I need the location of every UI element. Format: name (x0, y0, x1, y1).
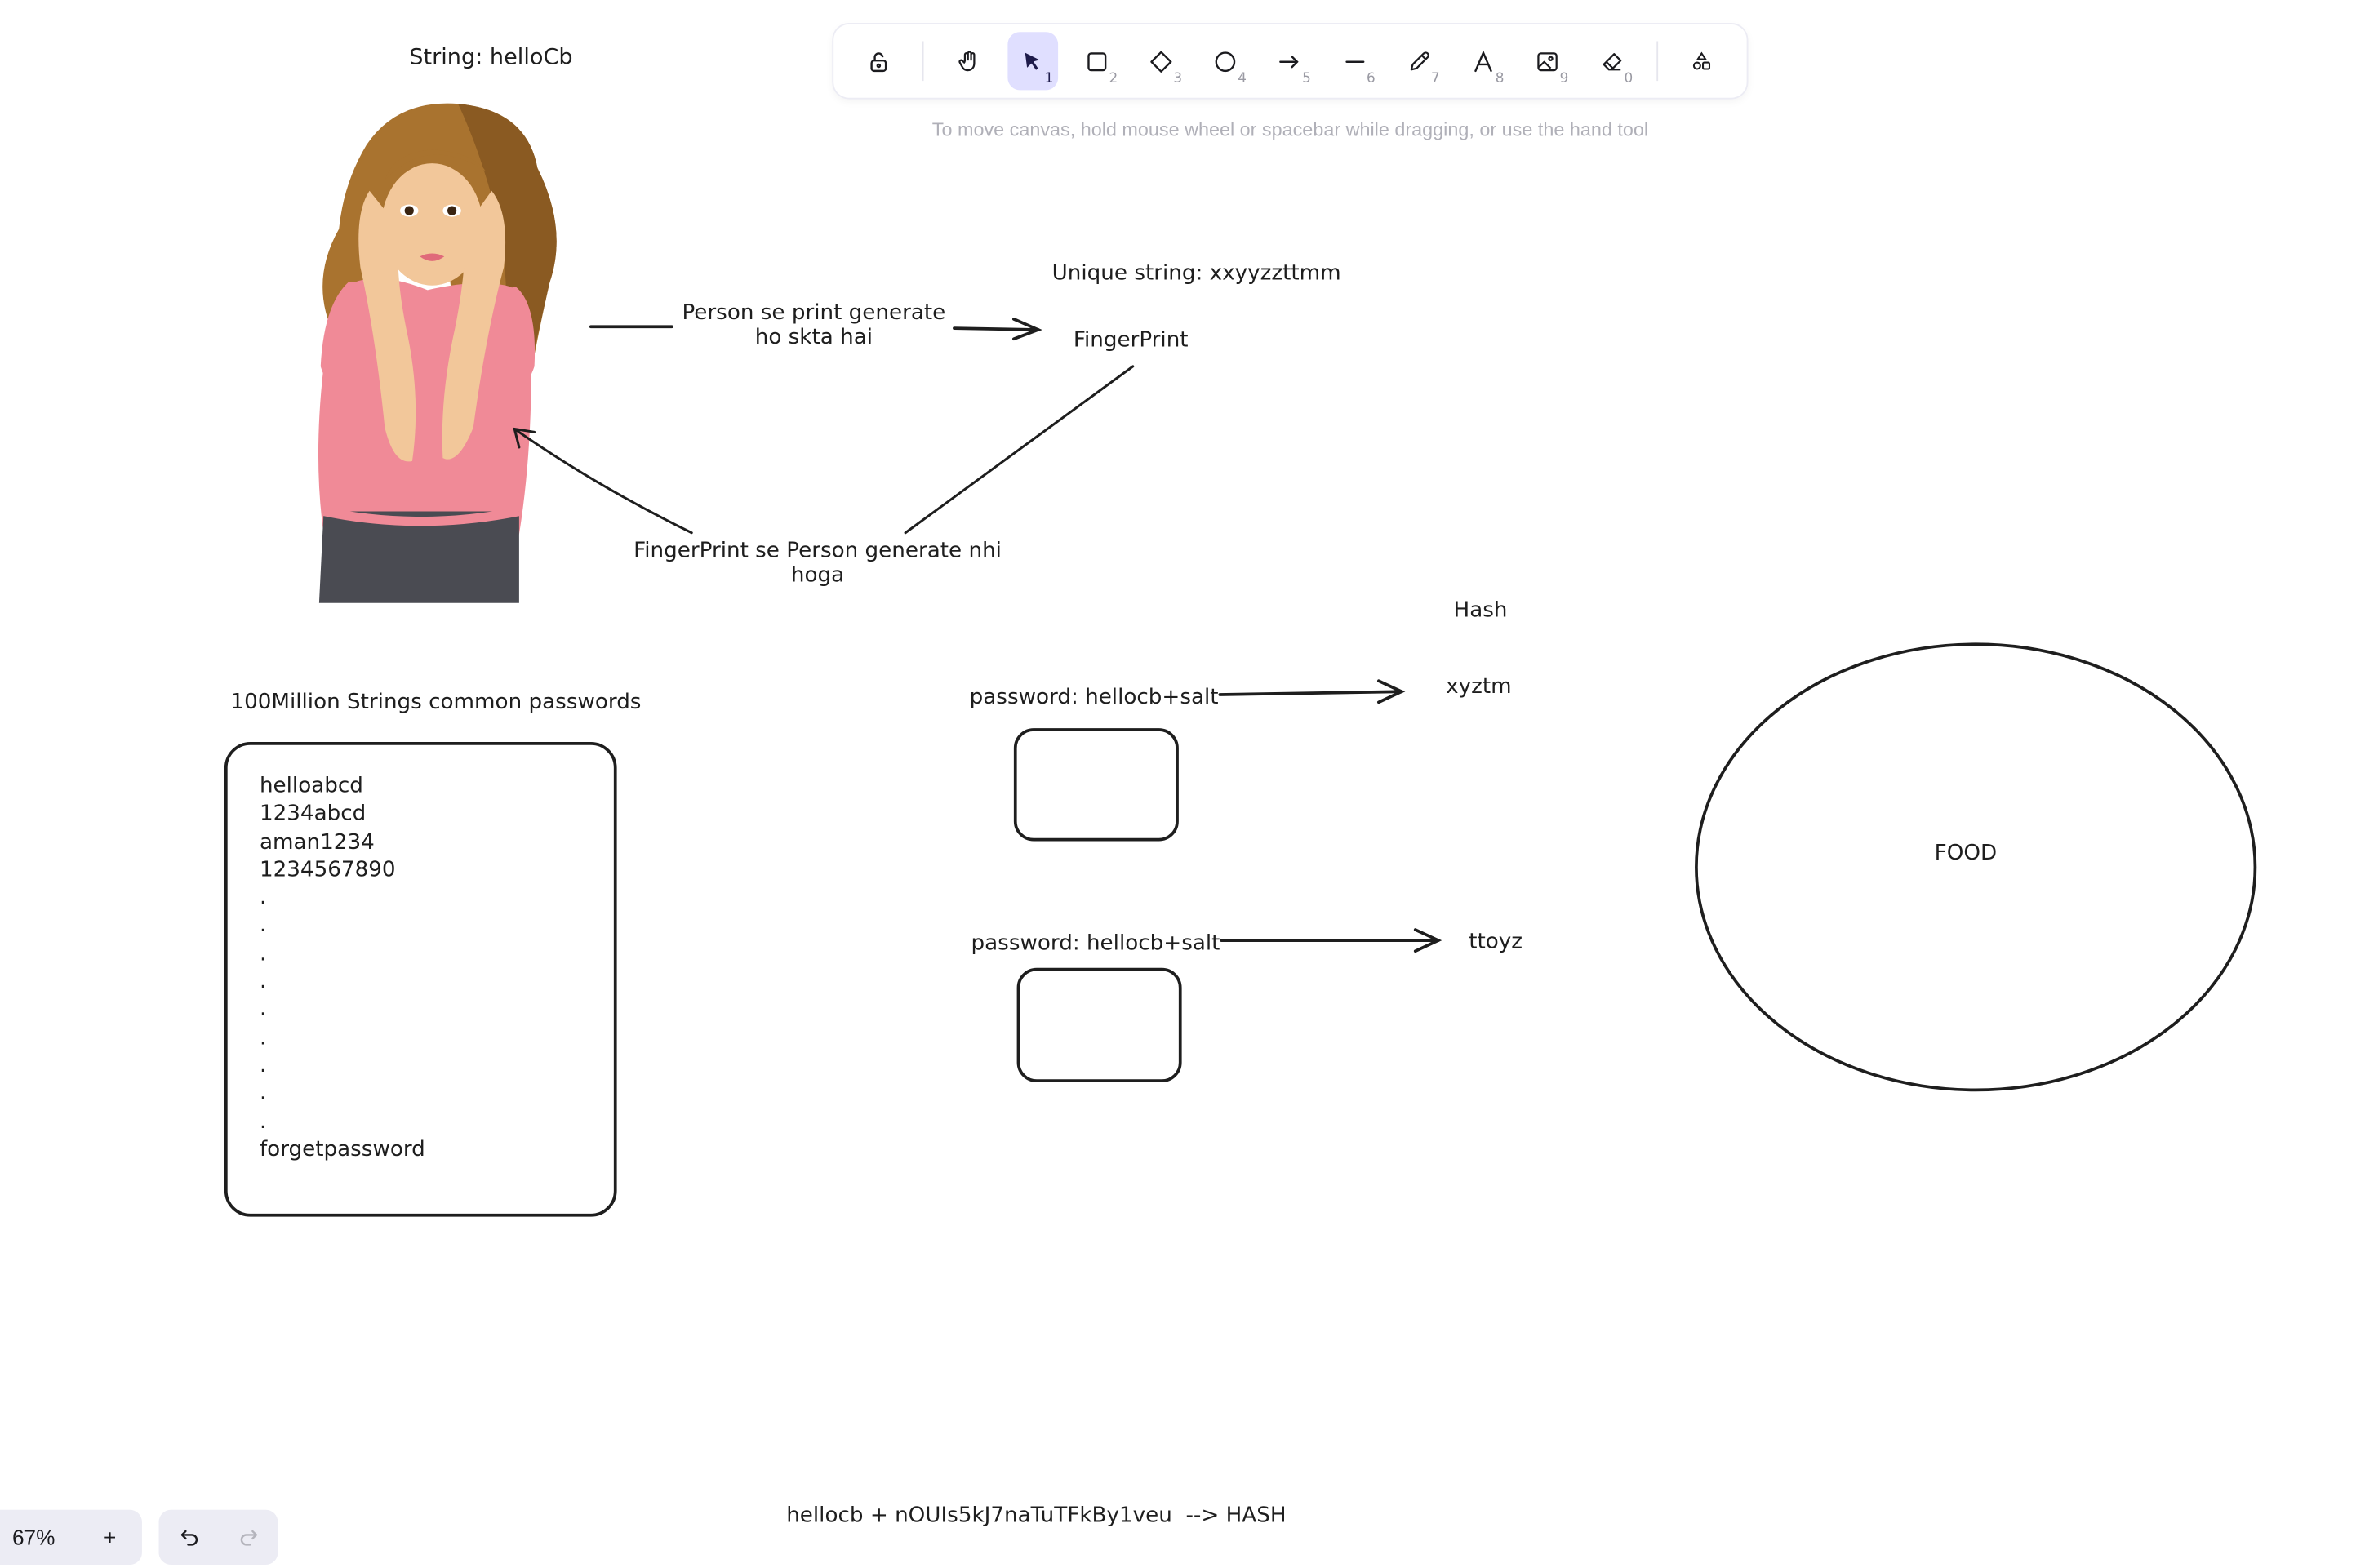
image-icon (1537, 51, 1558, 71)
main-toolbar: 1 2 3 4 5 6 7 8 9 0 (833, 24, 1747, 98)
shortcut-key: 4 (1238, 71, 1247, 87)
hash-title[interactable]: Hash (1453, 598, 1508, 624)
draw-tool[interactable]: 7 (1394, 32, 1444, 90)
arrow-person-to-fingerprint[interactable] (589, 318, 1042, 341)
list-item: forgetpassword (259, 1137, 425, 1162)
shortcut-key: 0 (1624, 71, 1634, 87)
shortcut-key: 1 (1044, 71, 1054, 87)
unique-string-label[interactable]: Unique string: xxyyzzttmm (1051, 260, 1341, 286)
common-passwords-title[interactable]: 100Million Strings common passwords (230, 690, 642, 715)
hash-value-2[interactable]: ttoyz (1469, 930, 1523, 954)
ellipse-tool[interactable]: 4 (1200, 32, 1251, 90)
list-item: 1234abcd (259, 802, 367, 827)
zoom-in-button[interactable]: + (104, 1525, 117, 1550)
pointer-icon (1025, 51, 1039, 69)
redo-icon (239, 1530, 257, 1546)
password-list-box[interactable] (224, 741, 617, 1217)
arrow-fingerprint-to-person[interactable] (513, 365, 1135, 535)
password-salt-label-2[interactable]: password: hellocb+salt (971, 931, 1220, 956)
string-label[interactable]: String: helloCb (409, 46, 573, 71)
fingerprint-to-person-label[interactable]: FingerPrint se Person generate nhi hoga (617, 539, 1019, 588)
history-controls (158, 1509, 278, 1566)
text-icon (1474, 49, 1492, 72)
label-line: ho skta hai (754, 325, 873, 350)
shortcut-key: 2 (1109, 71, 1118, 87)
bottom-formula[interactable]: hellocb + nOUIs5kJ7naTuTFkBy1veu --> HAS… (786, 1504, 1287, 1529)
more-tools-button[interactable] (1677, 32, 1727, 90)
list-item: . (259, 1081, 267, 1106)
rectangle-icon (1087, 51, 1107, 71)
lock-tool[interactable] (853, 32, 904, 90)
list-item: helloabcd (259, 774, 363, 799)
rectangle-tool[interactable]: 2 (1072, 32, 1122, 90)
shapes-library-icon (1693, 51, 1711, 69)
arrow-tool[interactable]: 5 (1265, 32, 1315, 90)
diamond-icon (1150, 50, 1172, 72)
list-item: . (259, 1053, 267, 1078)
shortcut-key: 5 (1302, 71, 1311, 87)
arrow-password1-to-hash[interactable] (1218, 679, 1406, 704)
image-tool[interactable]: 9 (1523, 32, 1573, 90)
list-item: . (259, 1108, 267, 1134)
line-icon (1345, 60, 1364, 63)
hash-value-1[interactable]: xyztm (1446, 674, 1512, 700)
selection-tool[interactable]: 1 (1007, 32, 1058, 91)
shortcut-key: 7 (1430, 71, 1440, 87)
arrow-right-icon (1280, 55, 1300, 68)
toolbar-divider (922, 41, 924, 82)
list-item: . (259, 969, 267, 994)
eraser-tool[interactable]: 0 (1587, 32, 1638, 90)
list-item: aman1234 (259, 829, 375, 855)
list-item: . (259, 1025, 267, 1051)
food-label[interactable]: FOOD (1934, 841, 1998, 866)
text-tool[interactable]: 8 (1458, 32, 1509, 90)
hand-icon (958, 50, 975, 71)
food-ellipse[interactable] (1695, 642, 2257, 1092)
woman-illustration[interactable] (318, 103, 557, 603)
list-item: . (259, 941, 267, 966)
toolbar-divider (1656, 41, 1658, 82)
salt-box-2[interactable] (1016, 967, 1182, 1083)
hand-tool[interactable] (943, 32, 994, 90)
label-line: FingerPrint se Person generate nhi (633, 539, 1002, 564)
line-tool[interactable]: 6 (1329, 32, 1380, 90)
canvas-hint: To move canvas, hold mouse wheel or spac… (931, 118, 1649, 141)
ellipse-icon (1216, 51, 1236, 72)
fingerprint-label[interactable]: FingerPrint (1073, 328, 1189, 353)
password-salt-label-1[interactable]: password: hellocb+salt (969, 685, 1219, 710)
label-line: Person se print generate (682, 300, 946, 326)
redo-button[interactable] (219, 1510, 277, 1565)
person-to-fingerprint-label[interactable]: Person se print generate ho skta hai (672, 300, 956, 349)
zoom-value[interactable]: 67% (11, 1525, 56, 1550)
pencil-icon (1410, 51, 1429, 70)
shortcut-key: 8 (1495, 71, 1505, 87)
shortcut-key: 3 (1173, 71, 1183, 87)
list-item: 1234567890 (259, 857, 396, 882)
salt-box-1[interactable] (1013, 728, 1179, 842)
list-item: . (259, 886, 267, 911)
shortcut-key: 6 (1366, 71, 1376, 87)
undo-icon (180, 1530, 198, 1546)
eraser-icon (1603, 52, 1622, 70)
undo-button[interactable] (159, 1510, 217, 1565)
lock-icon (869, 51, 887, 72)
diamond-tool[interactable]: 3 (1136, 32, 1187, 90)
list-item: . (259, 997, 267, 1022)
label-line: hoga (790, 563, 845, 589)
zoom-controls: 67% + (0, 1509, 142, 1566)
shortcut-key: 9 (1559, 71, 1569, 87)
list-item: . (259, 913, 267, 939)
arrow-password2-to-hash[interactable] (1220, 928, 1442, 953)
password-list[interactable]: helloabcd 1234abcd aman1234 1234567890 .… (260, 772, 425, 1163)
